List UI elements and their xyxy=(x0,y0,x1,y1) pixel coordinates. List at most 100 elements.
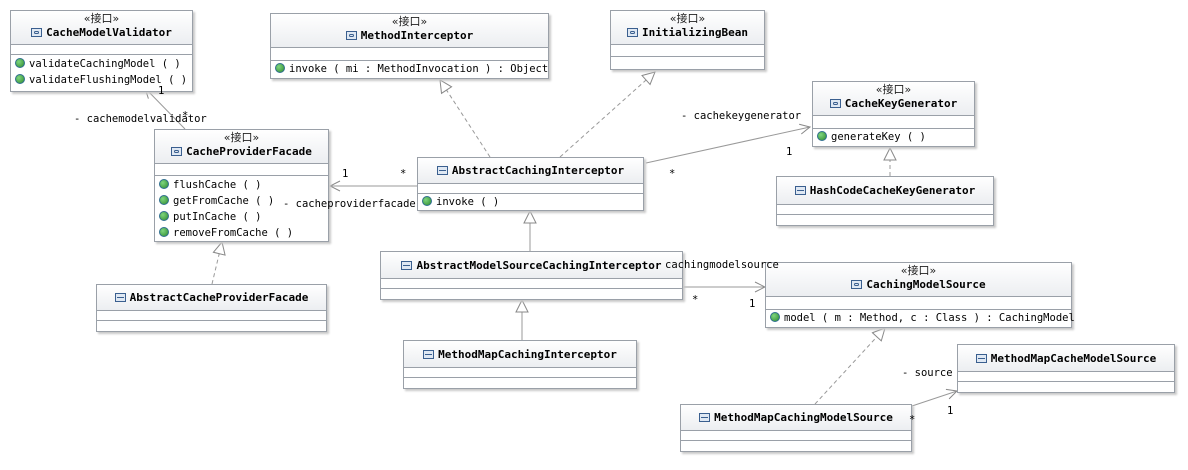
class-name: CacheKeyGenerator xyxy=(844,97,958,110)
operations-section xyxy=(611,57,764,69)
stereotype-label: «接口» xyxy=(900,264,937,277)
method-icon xyxy=(15,58,25,68)
assoc-source xyxy=(911,391,957,407)
class-header: «接口» InitializingBean xyxy=(611,11,764,45)
operation: generateKey ( ) xyxy=(813,129,974,145)
method-icon xyxy=(15,74,25,84)
class-name: AbstractModelSourceCachingInterceptor xyxy=(416,259,662,272)
multiplicity-one: 1 xyxy=(786,146,793,158)
method-icon xyxy=(159,211,169,221)
class-header: «接口» CacheModelValidator xyxy=(11,11,192,45)
class-cache-provider-facade[interactable]: «接口» CacheProviderFacade flushCache ( ) … xyxy=(154,129,329,242)
multiplicity-one: 1 xyxy=(947,405,954,417)
attributes-section xyxy=(404,368,636,378)
operations-section: generateKey ( ) xyxy=(813,129,974,145)
class-method-map-caching-interceptor[interactable]: MethodMapCachingInterceptor xyxy=(403,340,637,389)
operations-section: flushCache ( ) getFromCache ( ) putInCac… xyxy=(155,176,328,241)
class-name: MethodInterceptor xyxy=(360,29,474,42)
class-name: AbstractCachingInterceptor xyxy=(451,164,625,177)
method-icon xyxy=(275,63,285,73)
multiplicity-one: 1 xyxy=(749,298,756,310)
class-abstract-model-source-caching-interceptor[interactable]: AbstractModelSourceCachingInterceptor xyxy=(380,251,683,300)
attributes-section xyxy=(681,431,911,441)
attributes-section xyxy=(777,205,993,215)
class-cache-model-validator[interactable]: «接口» CacheModelValidator validateCaching… xyxy=(10,10,193,92)
class-initializing-bean[interactable]: «接口» InitializingBean xyxy=(610,10,765,70)
multiplicity-one: 1 xyxy=(342,168,349,180)
multiplicity-many: * xyxy=(692,294,699,306)
class-name: MethodMapCachingModelSource xyxy=(714,411,893,424)
multiplicity-one: 1 xyxy=(158,85,165,97)
method-icon xyxy=(422,196,432,206)
class-icon xyxy=(699,413,711,422)
class-name: AbstractCacheProviderFacade xyxy=(129,291,309,304)
operations-section xyxy=(777,215,993,225)
method-icon xyxy=(159,195,169,205)
realize-interceptor-methodinterceptor xyxy=(440,80,491,158)
stereotype-label: «接口» xyxy=(669,12,706,25)
operations-section xyxy=(97,321,326,331)
attributes-section xyxy=(813,116,974,129)
operation: validateFlushingModel ( ) xyxy=(11,72,192,88)
interface-icon xyxy=(345,31,357,40)
realize-interceptor-initializingbean xyxy=(559,72,655,158)
role-label-cachingmodelsource: cachingmodelsource xyxy=(665,259,779,271)
class-icon xyxy=(975,354,987,363)
class-icon xyxy=(114,293,126,302)
role-label-cachemodelvalidator: - cachemodelvalidator xyxy=(74,113,207,125)
class-name: MethodMapCachingInterceptor xyxy=(438,348,617,361)
class-icon xyxy=(794,186,806,195)
class-caching-model-source[interactable]: «接口» CachingModelSource model ( m : Meth… xyxy=(765,262,1075,328)
stereotype-label: «接口» xyxy=(875,83,912,96)
multiplicity-many: * xyxy=(909,414,916,426)
class-header: «接口» CachingModelSource xyxy=(766,263,1071,297)
attributes-section xyxy=(97,311,326,321)
operation: removeFromCache ( ) xyxy=(155,225,328,241)
operations-section: model ( m : Method, c : Class ) : Cachin… xyxy=(766,310,1075,326)
operation: putInCache ( ) xyxy=(155,209,328,225)
class-header: MethodMapCachingInterceptor xyxy=(404,341,636,368)
operation: invoke ( ) xyxy=(418,194,643,210)
attributes-section xyxy=(418,184,643,194)
class-abstract-caching-interceptor[interactable]: AbstractCachingInterceptor invoke ( ) xyxy=(417,157,644,211)
class-icon xyxy=(436,166,448,175)
multiplicity-many: * xyxy=(669,168,676,180)
class-header: «接口» MethodInterceptor xyxy=(271,14,548,48)
class-method-interceptor[interactable]: «接口» MethodInterceptor invoke ( mi : Met… xyxy=(270,13,549,79)
operations-section: validateCachingModel ( ) validateFlushin… xyxy=(11,55,192,88)
interface-icon xyxy=(627,28,639,37)
attributes-section xyxy=(271,48,548,61)
attributes-section xyxy=(958,372,1174,382)
class-abstract-cache-provider-facade[interactable]: AbstractCacheProviderFacade xyxy=(96,284,327,332)
method-icon xyxy=(159,179,169,189)
stereotype-label: «接口» xyxy=(83,12,120,25)
method-icon xyxy=(770,312,780,322)
class-method-map-caching-model-source[interactable]: MethodMapCachingModelSource xyxy=(680,404,912,452)
class-name: HashCodeCacheKeyGenerator xyxy=(809,184,976,197)
class-header: HashCodeCacheKeyGenerator xyxy=(777,177,993,205)
operations-section xyxy=(404,378,636,388)
operations-section xyxy=(681,441,911,451)
interface-icon xyxy=(31,28,43,37)
class-name: CacheProviderFacade xyxy=(186,145,312,158)
stereotype-label: «接口» xyxy=(391,15,428,28)
class-header: «接口» CacheProviderFacade xyxy=(155,130,328,164)
operation: validateCachingModel ( ) xyxy=(11,56,192,72)
role-label-source: - source xyxy=(902,367,953,379)
operation: flushCache ( ) xyxy=(155,177,328,193)
interface-icon xyxy=(851,280,863,289)
class-name: CachingModelSource xyxy=(866,278,986,291)
class-name: MethodMapCacheModelSource xyxy=(990,352,1157,365)
attributes-section xyxy=(766,297,1071,310)
operation: invoke ( mi : MethodInvocation ) : Objec… xyxy=(271,61,548,77)
class-cache-key-generator[interactable]: «接口» CacheKeyGenerator generateKey ( ) xyxy=(812,81,975,147)
class-header: MethodMapCacheModelSource xyxy=(958,345,1174,372)
role-label-cachekeygenerator: - cachekeygenerator xyxy=(681,110,802,122)
class-header: AbstractModelSourceCachingInterceptor xyxy=(381,252,682,279)
operations-section: invoke ( ) xyxy=(418,194,643,210)
class-method-map-cache-model-source[interactable]: MethodMapCacheModelSource xyxy=(957,344,1175,393)
class-hashcode-cache-key-generator[interactable]: HashCodeCacheKeyGenerator xyxy=(776,176,994,226)
operations-section xyxy=(381,289,682,299)
